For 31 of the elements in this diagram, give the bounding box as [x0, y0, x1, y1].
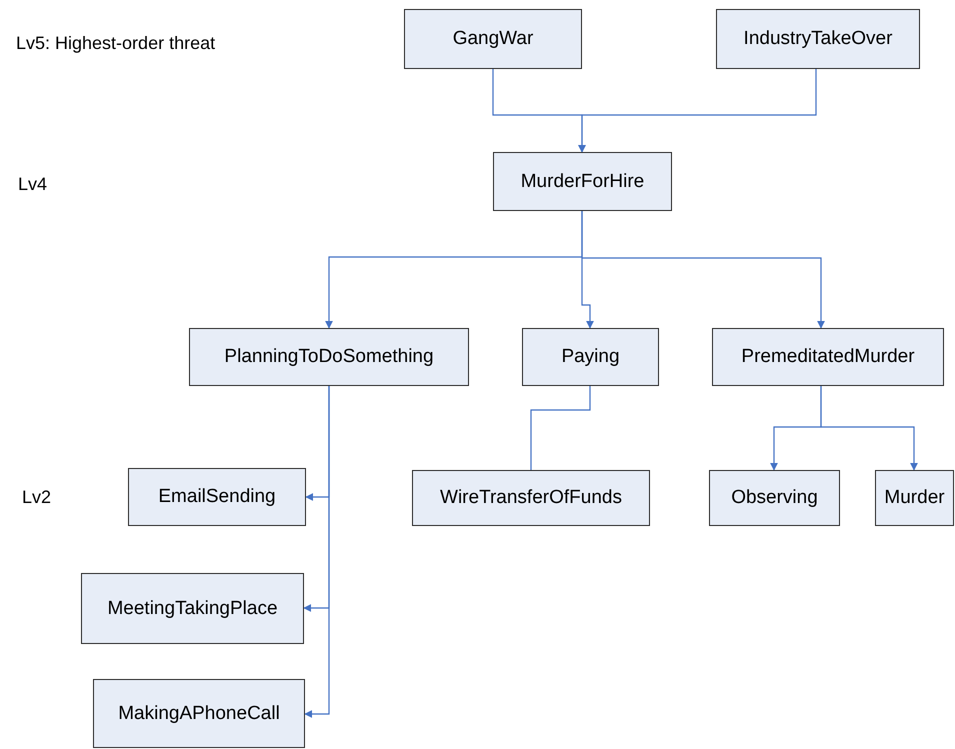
process-box	[404, 9, 582, 69]
node-label: PremeditatedMurder	[741, 346, 915, 368]
process-box	[712, 328, 944, 386]
node-label: MeetingTakingPlace	[107, 598, 278, 620]
process-box	[522, 328, 659, 386]
process-box	[93, 679, 305, 748]
connector-arrow	[578, 69, 817, 153]
level-label: Lv4	[18, 174, 48, 195]
node-label: Observing	[731, 487, 818, 509]
process-box	[493, 152, 672, 211]
level-label: Lv5: Highest-order threat	[16, 33, 216, 54]
node-label: Paying	[561, 346, 620, 368]
process-box	[412, 470, 650, 526]
node-label: WireTransferOfFunds	[440, 487, 622, 509]
node-label: EmailSending	[158, 486, 276, 508]
process-box	[81, 573, 304, 644]
process-box	[709, 470, 840, 526]
node-label: IndustryTakeOver	[744, 28, 892, 50]
process-box	[189, 328, 469, 386]
node-label: MurderForHire	[520, 170, 644, 192]
level-label: Lv2	[22, 487, 52, 508]
connector-arrow	[581, 211, 825, 329]
connector-arrow	[820, 386, 918, 471]
node-label: Murder	[884, 487, 945, 509]
process-box	[128, 468, 306, 526]
connector-arrow	[304, 386, 330, 718]
node-label: PlanningToDoSomething	[224, 346, 434, 368]
process-box	[875, 470, 954, 526]
node-label: GangWar	[452, 28, 534, 50]
process-box	[716, 9, 920, 69]
node-label: MakingAPhoneCall	[118, 702, 280, 724]
